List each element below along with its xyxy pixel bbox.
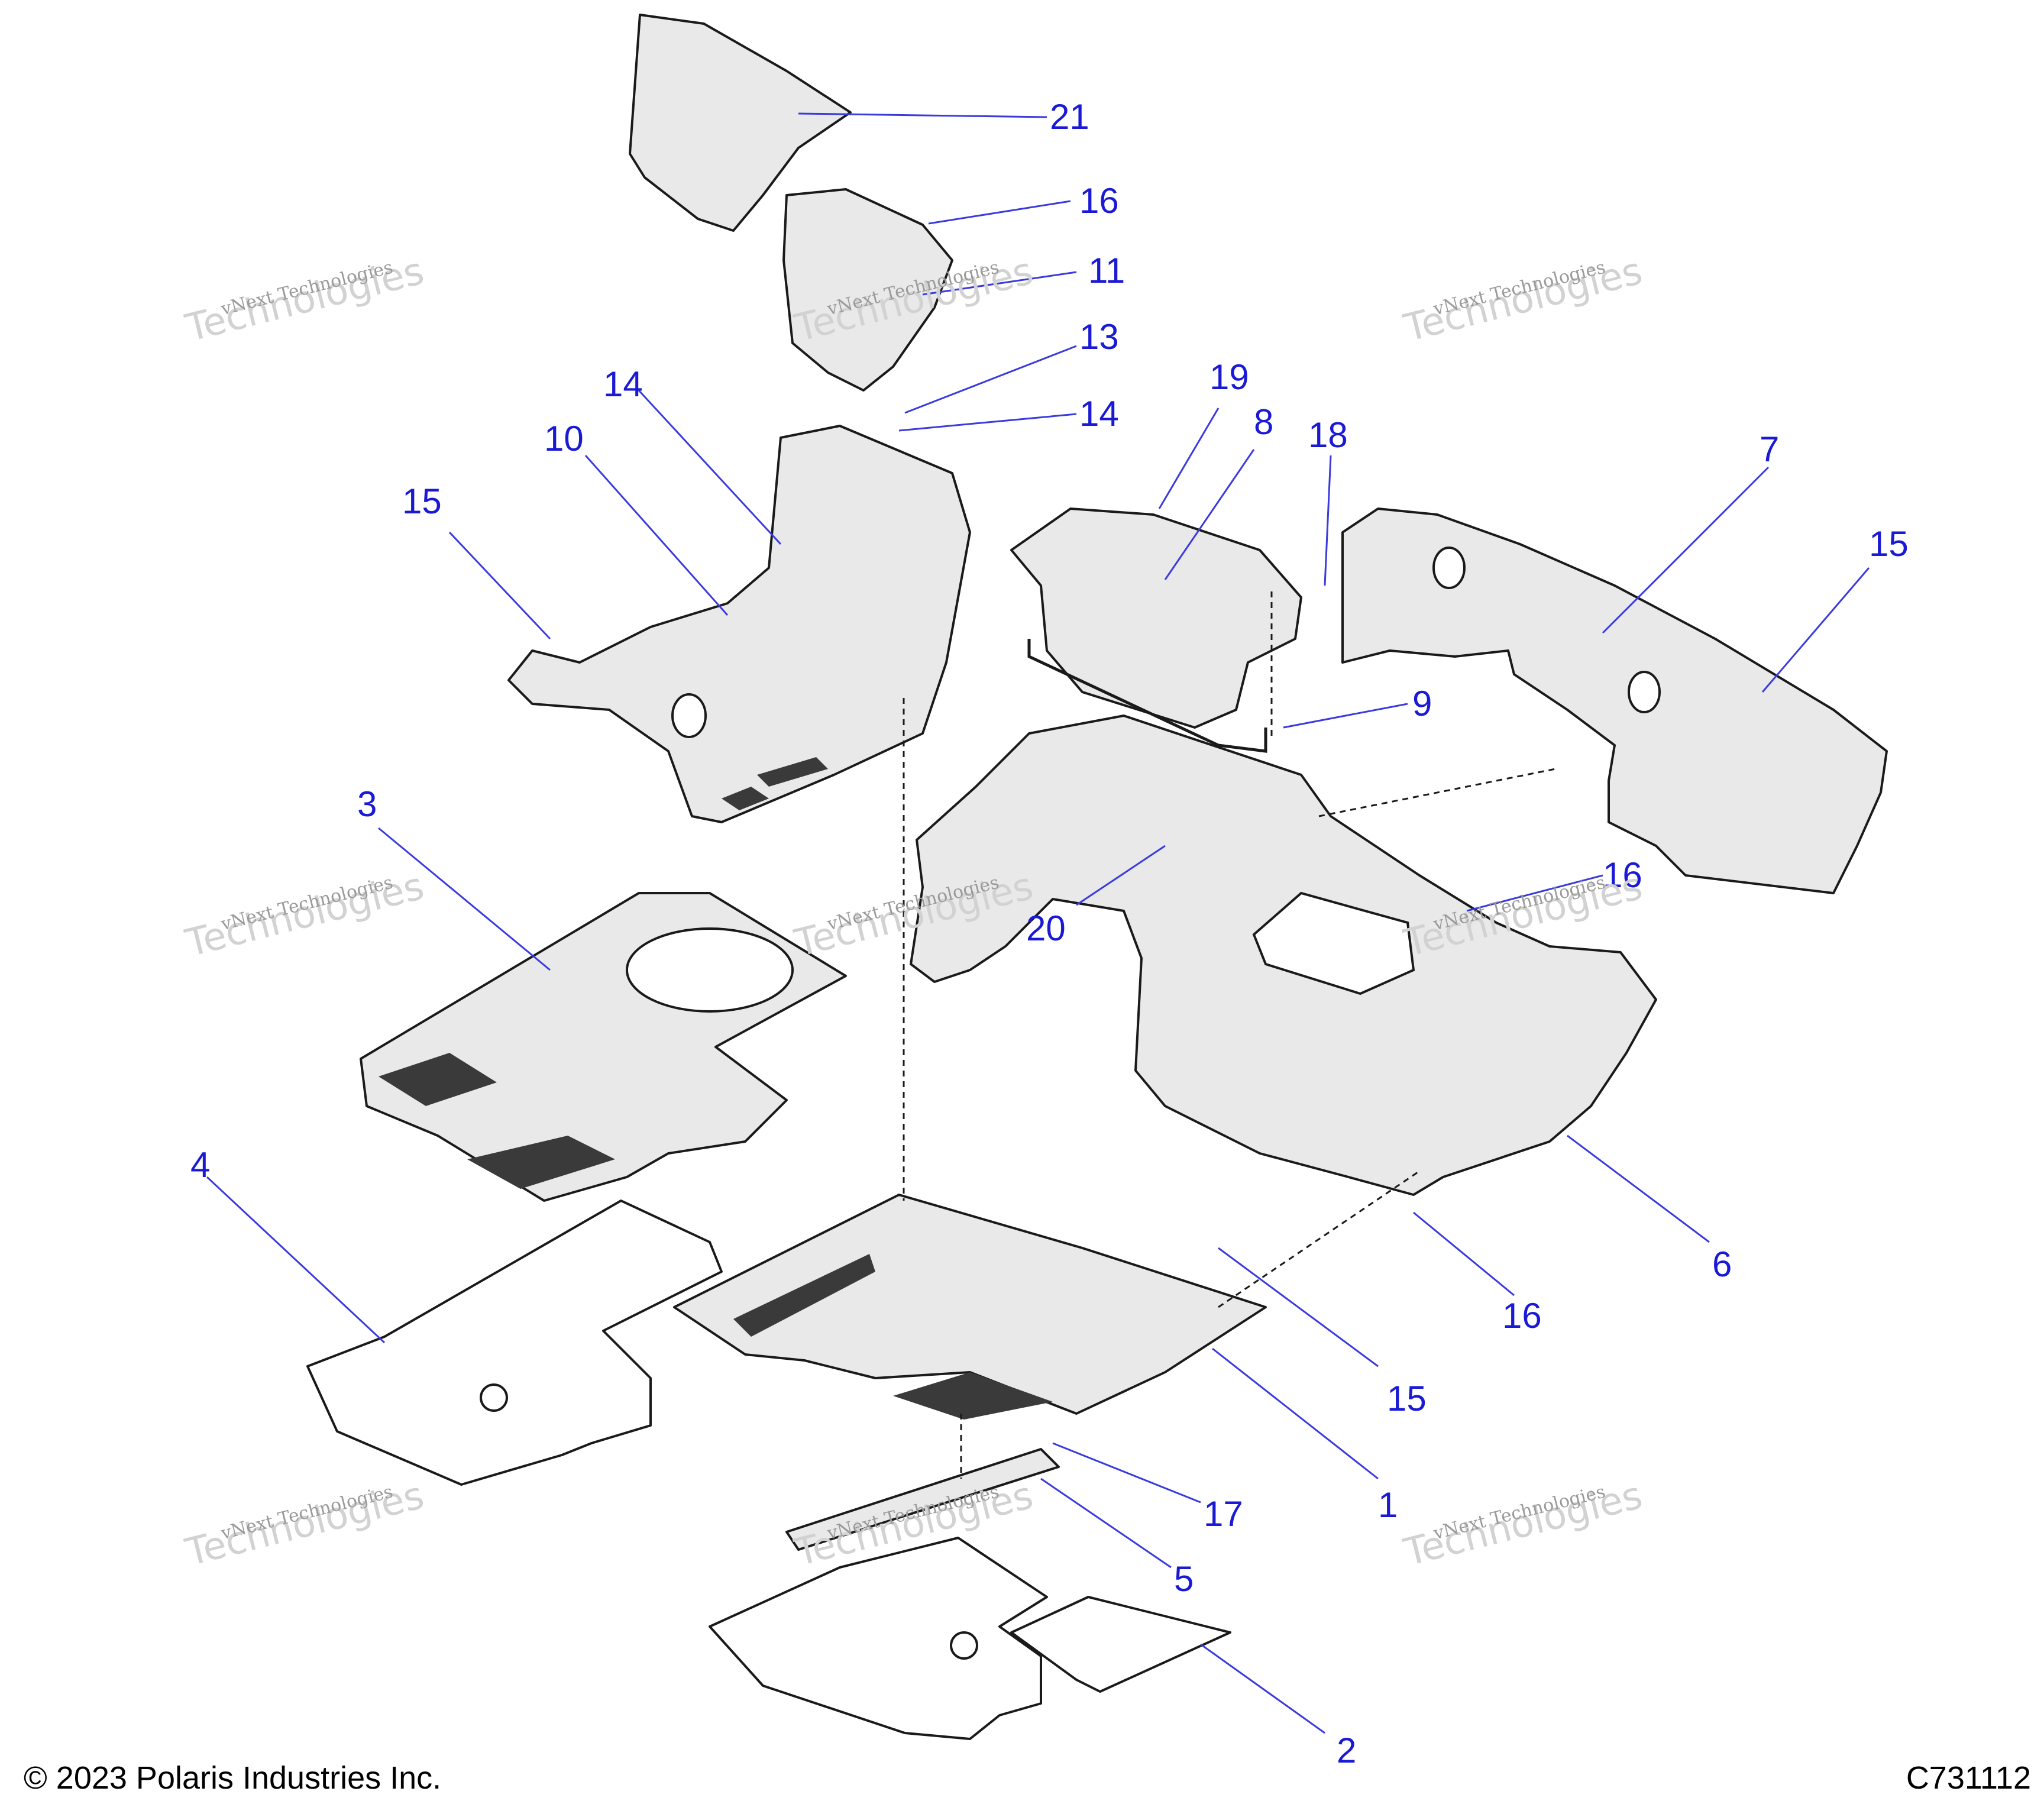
callout-16a: 16: [1603, 855, 1642, 895]
leader-12: [928, 200, 1071, 225]
leader-10: [584, 455, 729, 616]
part-7-rear-panel: [1341, 507, 1888, 894]
callout-8: 8: [1254, 402, 1273, 442]
leader-11: [922, 271, 1077, 296]
leader-14b: [898, 413, 1077, 432]
callout-20: 20: [1026, 908, 1066, 948]
leader-7: [1602, 466, 1770, 634]
leader-4: [206, 1176, 386, 1344]
leader-18: [1324, 455, 1332, 586]
grip-pad: [893, 1372, 1053, 1420]
part-9-rod: [1027, 639, 1267, 753]
part-8-storage-tray: [1010, 507, 1302, 729]
callout-14b: 14: [1079, 394, 1119, 434]
leader-9: [1283, 703, 1408, 729]
part-1-right-floor-panel: [673, 1194, 1267, 1415]
copyright-text: © 2023 Polaris Industries Inc.: [24, 1760, 442, 1796]
callout-14a: 14: [603, 364, 643, 404]
leader-2: [1200, 1643, 1325, 1734]
part-7-port: [1432, 547, 1466, 589]
part-6-cupwell: [1252, 891, 1415, 995]
part-2-floor-mat: [709, 1537, 1048, 1740]
leader-16a: [1466, 874, 1603, 912]
callout-5: 5: [1174, 1559, 1194, 1599]
part-4-hole: [480, 1383, 508, 1412]
leader-17: [1052, 1442, 1201, 1504]
leader-15a: [448, 531, 551, 640]
callout-10: 10: [544, 419, 584, 458]
callout-2: 2: [1337, 1731, 1356, 1770]
leader-13: [904, 345, 1077, 414]
assembly-line: [1218, 1170, 1420, 1308]
part-5-bracket: [785, 1448, 1060, 1551]
leader-3: [378, 827, 551, 971]
grip-pad: [467, 1136, 615, 1189]
callout-19: 19: [1209, 357, 1249, 397]
leader-6: [1567, 1134, 1710, 1243]
part-11-console-insert: [782, 188, 953, 392]
callout-15a: 15: [402, 481, 442, 521]
callout-15b: 15: [1387, 1379, 1427, 1418]
leader-15c: [1761, 567, 1870, 693]
part-10-center-console: [507, 425, 971, 823]
leader-16b: [1413, 1211, 1515, 1297]
callout-4: 4: [190, 1145, 210, 1185]
callout-3: 3: [357, 784, 377, 824]
callout-7: 7: [1760, 429, 1779, 469]
leader-20: [1076, 845, 1166, 906]
leader-14a: [638, 389, 782, 545]
grip-pad: [722, 787, 769, 810]
callout-16b: 16: [1502, 1296, 1542, 1336]
callout-15c: 15: [1869, 524, 1909, 564]
part-3-hatch: [626, 927, 794, 1013]
part-21-upper-console: [629, 14, 852, 232]
callout-18: 18: [1308, 415, 1348, 455]
callout-6: 6: [1712, 1244, 1732, 1284]
part-2-floor-mat-piece: [1010, 1596, 1231, 1693]
callout-1: 1: [1378, 1485, 1398, 1525]
leader-21: [798, 112, 1047, 118]
part-10-port: [671, 693, 707, 738]
callout-9: 9: [1412, 684, 1432, 723]
callout-21: 21: [1050, 97, 1089, 137]
leader-1: [1212, 1347, 1379, 1480]
leader-15b: [1218, 1247, 1379, 1367]
leader-5: [1040, 1477, 1172, 1569]
leader-19: [1158, 408, 1220, 509]
callout-12: 16: [1079, 181, 1119, 221]
callout-17: 17: [1204, 1494, 1243, 1534]
assembly-line: [1318, 768, 1556, 817]
callout-11: 11: [1088, 251, 1125, 290]
part-4-floor-mat: [306, 1200, 723, 1486]
leader-8: [1164, 449, 1255, 580]
grip-pad: [733, 1254, 875, 1337]
grip-pad: [379, 1053, 497, 1106]
part-7-port: [1628, 671, 1661, 713]
grip-pad: [757, 757, 828, 787]
callout-13: 13: [1079, 317, 1119, 357]
part-2-hole: [950, 1631, 978, 1660]
drawing-number: C731112: [1906, 1760, 2031, 1796]
